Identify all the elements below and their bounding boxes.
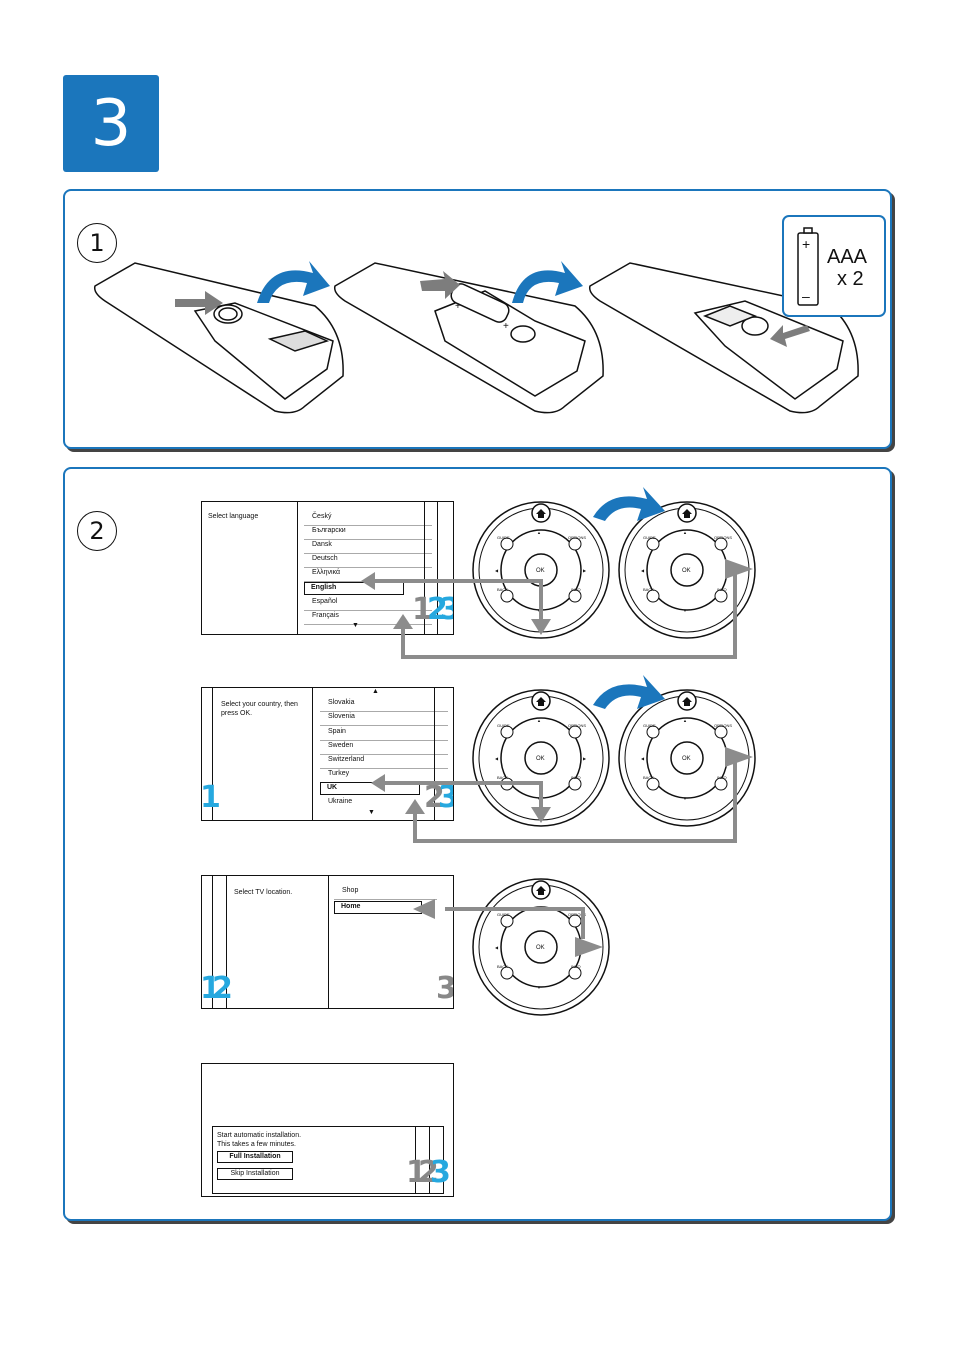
svg-text:OPTIONS: OPTIONS bbox=[568, 535, 586, 540]
battery-type: AAA bbox=[827, 246, 868, 268]
step-number-badge: 3 bbox=[63, 75, 159, 172]
svg-text:GUIDE: GUIDE bbox=[497, 535, 510, 540]
svg-text:INFO: INFO bbox=[717, 775, 727, 780]
language-list: Český Български Dansk Deutsch Ελληνικά E… bbox=[304, 512, 432, 630]
remote-navigation-illustration: ▲ ▼ ◀ ▶ OK GUIDE OPTIONS BACK INFO OK GU… bbox=[361, 487, 756, 1016]
remote-pad-row1-right: OK GUIDE OPTIONS BACK INFO bbox=[618, 501, 756, 639]
location-screen-title: Select TV location. bbox=[234, 889, 293, 896]
install-line-2: This takes a few minutes. bbox=[217, 1141, 296, 1148]
progress-digit-3: 3 bbox=[440, 592, 453, 627]
curved-arrow-1 bbox=[257, 261, 330, 303]
svg-text:OK: OK bbox=[536, 568, 545, 574]
progress-digit-3: 3 bbox=[438, 780, 453, 815]
progress-digit-2: 2 bbox=[418, 1155, 439, 1190]
svg-text:INFO: INFO bbox=[571, 775, 581, 780]
slide-arrow-3 bbox=[770, 325, 810, 347]
language-item[interactable]: Dansk bbox=[304, 540, 432, 554]
connector-arrow-row2-right bbox=[413, 757, 737, 843]
language-item[interactable]: Deutsch bbox=[304, 554, 432, 568]
svg-text:GUIDE: GUIDE bbox=[497, 723, 510, 728]
svg-text:BACK: BACK bbox=[643, 587, 654, 592]
curved-arrow-2 bbox=[512, 261, 583, 303]
progress-digit-3: 3 bbox=[436, 971, 454, 1006]
country-screen-title: Select your country, then press OK. bbox=[221, 701, 298, 717]
svg-text:OK: OK bbox=[682, 568, 691, 574]
location-list: Shop Home bbox=[334, 886, 437, 926]
remote-pad-row3: OK GUIDE OPTIONS BACK INFO bbox=[472, 878, 610, 1016]
country-screen: Select your country, then press OK. ▲ Sl… bbox=[201, 687, 454, 821]
language-screen-title: Select language bbox=[208, 513, 259, 520]
svg-text:GUIDE: GUIDE bbox=[643, 535, 656, 540]
skip-installation-button[interactable]: Skip Installation bbox=[217, 1168, 293, 1180]
sub-step-1-marker: 1 bbox=[77, 223, 117, 263]
svg-text:GUIDE: GUIDE bbox=[643, 723, 656, 728]
language-item[interactable]: Český bbox=[304, 512, 432, 526]
scroll-down-icon[interactable]: ▼ bbox=[368, 809, 375, 816]
battery-count: x 2 bbox=[837, 268, 864, 290]
svg-text:BACK: BACK bbox=[497, 775, 508, 780]
svg-text:OK: OK bbox=[536, 756, 545, 762]
country-item[interactable]: Slovenia bbox=[320, 712, 448, 726]
connector-arrow-row3-right bbox=[445, 907, 585, 939]
curved-arrow-row1 bbox=[593, 487, 665, 521]
language-item[interactable]: Български bbox=[304, 526, 432, 540]
svg-text:OPTIONS: OPTIONS bbox=[714, 723, 732, 728]
svg-text:OPTIONS: OPTIONS bbox=[568, 723, 586, 728]
svg-text:OK: OK bbox=[536, 945, 545, 951]
remote-battery-illustration: + + + – AAA x 2 bbox=[93, 215, 886, 414]
language-screen: Select language Český Български Dansk De… bbox=[201, 501, 454, 635]
country-item[interactable]: Ukraine bbox=[328, 798, 353, 805]
curved-arrow-row2 bbox=[593, 675, 665, 709]
installation-screen: Start automatic installation. This takes… bbox=[201, 1063, 454, 1197]
initial-setup-panel: 2 Select language Český Български Dansk … bbox=[63, 467, 892, 1221]
progress-digit-1: 1 bbox=[406, 1155, 427, 1190]
sub-step-2-marker: 2 bbox=[77, 511, 117, 551]
scroll-down-icon[interactable]: ▼ bbox=[352, 622, 359, 629]
progress-digit-2: 2 bbox=[212, 971, 233, 1006]
progress-digit-1: 1 bbox=[201, 780, 221, 815]
remote-pad-row2-left: OK GUIDE OPTIONS BACK INFO bbox=[472, 689, 610, 827]
svg-text:OPTIONS: OPTIONS bbox=[568, 912, 586, 917]
svg-text:INFO: INFO bbox=[571, 964, 581, 969]
remote-pad-row1-left: OK GUIDE OPTIONS BACK INFO bbox=[472, 501, 610, 639]
slide-arrow-1 bbox=[175, 291, 223, 315]
country-item[interactable]: Spain bbox=[320, 727, 448, 741]
language-item-selected[interactable]: English bbox=[304, 582, 404, 595]
country-item-selected[interactable]: UK bbox=[320, 782, 420, 795]
country-item[interactable]: Slovakia bbox=[320, 698, 448, 712]
country-item[interactable]: Sweden bbox=[320, 741, 448, 755]
battery-install-panel: 1 + + bbox=[63, 189, 892, 449]
location-item-shop[interactable]: Shop bbox=[334, 886, 437, 900]
country-list: ▲ Slovakia Slovenia Spain Sweden Switzer… bbox=[320, 688, 448, 820]
scroll-up-icon[interactable]: ▲ bbox=[372, 688, 379, 695]
battery-plus: + bbox=[802, 236, 810, 252]
language-item[interactable]: Ελληνικά bbox=[304, 568, 432, 582]
installation-dialog: Start automatic installation. This takes… bbox=[212, 1126, 451, 1194]
svg-text:+: + bbox=[455, 301, 461, 312]
remote-pad-row2-right: OK GUIDE OPTIONS BACK INFO bbox=[618, 689, 756, 827]
svg-text:+: + bbox=[503, 321, 509, 332]
remote-closing-3 bbox=[588, 262, 859, 414]
svg-text:BACK: BACK bbox=[643, 775, 654, 780]
progress-digit-3: 3 bbox=[430, 1155, 451, 1190]
svg-text:OPTIONS: OPTIONS bbox=[714, 535, 732, 540]
svg-text:INFO: INFO bbox=[571, 587, 581, 592]
slide-arrow-2 bbox=[420, 271, 460, 299]
svg-text:OK: OK bbox=[682, 756, 691, 762]
svg-text:BACK: BACK bbox=[497, 587, 508, 592]
remote-closed-1 bbox=[93, 262, 344, 414]
language-item[interactable]: Français bbox=[304, 611, 432, 625]
language-item[interactable]: Español bbox=[304, 597, 432, 611]
svg-text:INFO: INFO bbox=[717, 587, 727, 592]
svg-text:BACK: BACK bbox=[497, 964, 508, 969]
install-line-1: Start automatic installation. bbox=[217, 1132, 302, 1139]
full-installation-button[interactable]: Full Installation bbox=[217, 1151, 293, 1163]
remote-open-2: + + bbox=[333, 262, 604, 414]
location-screen: Select TV location. Shop Home 1 2 3 bbox=[201, 875, 454, 1009]
battery-minus: – bbox=[802, 288, 810, 304]
progress-digit-1: 1 bbox=[201, 971, 221, 1006]
location-item-home[interactable]: Home bbox=[334, 901, 422, 914]
country-item[interactable]: Switzerland bbox=[320, 755, 448, 769]
svg-text:GUIDE: GUIDE bbox=[497, 912, 510, 917]
